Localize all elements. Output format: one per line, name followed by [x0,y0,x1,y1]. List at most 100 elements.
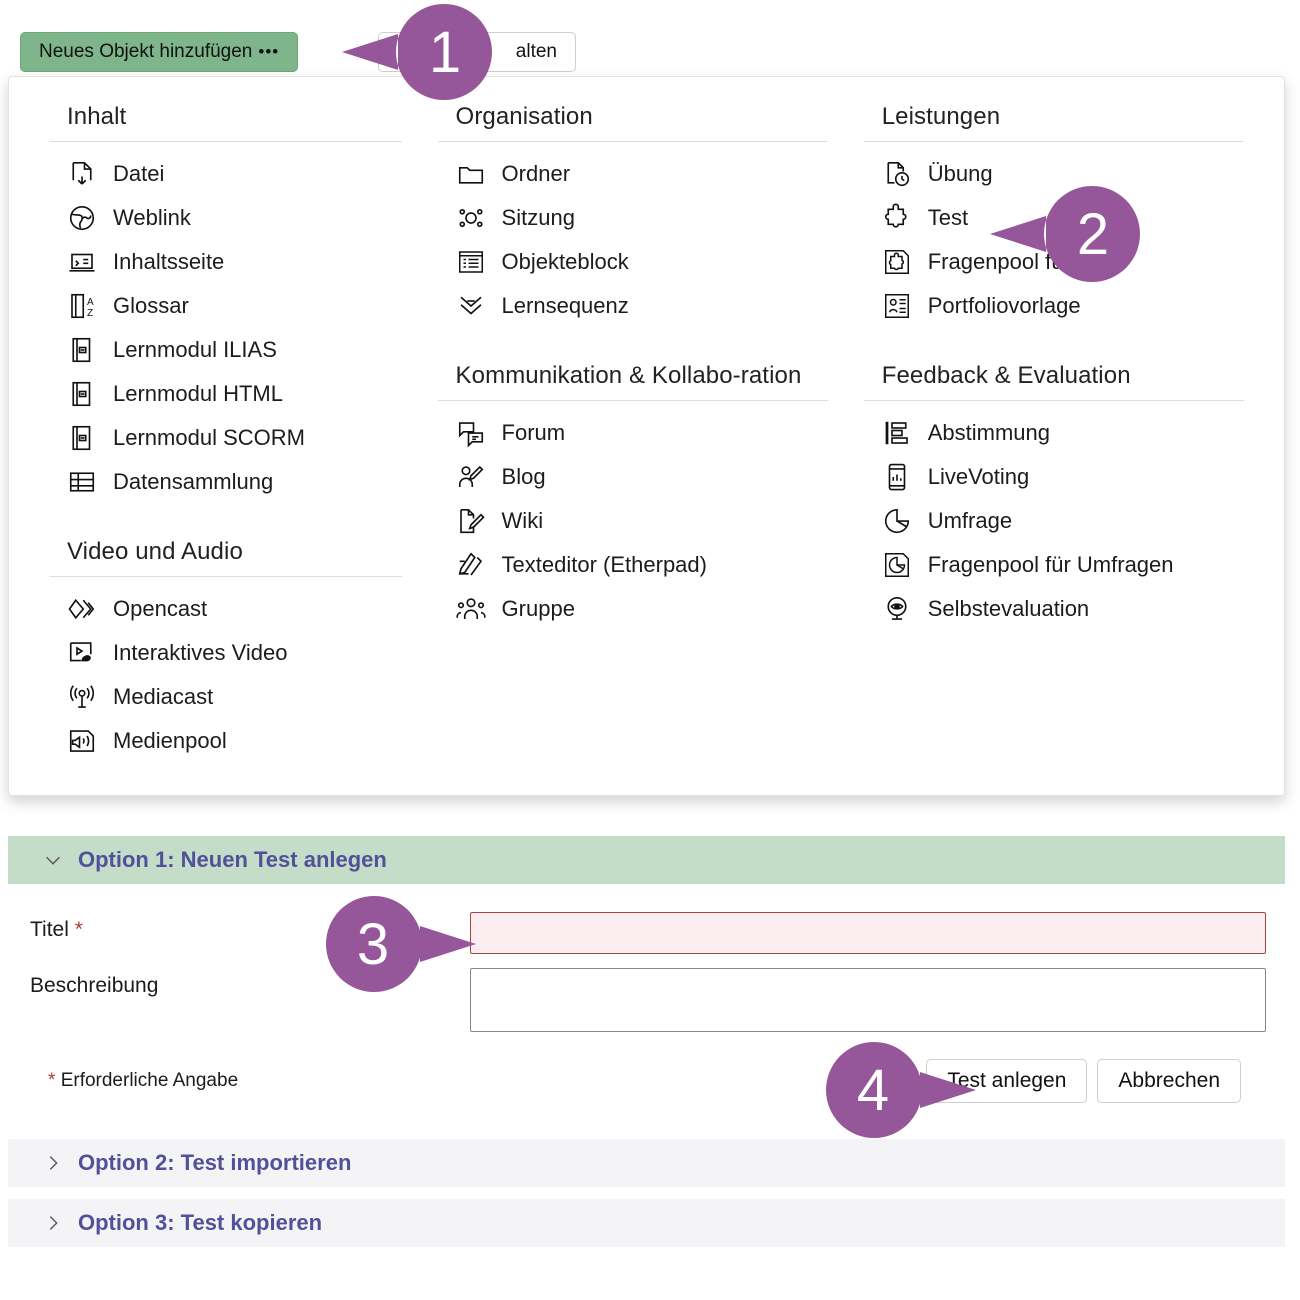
poll-bars-icon [882,418,912,448]
menu-item-abstimmung[interactable]: Abstimmung [864,411,1244,455]
description-textarea[interactable] [470,968,1266,1032]
title-input[interactable] [470,912,1266,954]
forum-bubbles-icon [456,418,486,448]
divider [437,141,828,142]
description-field-label: Beschreibung [30,974,159,997]
test-puzzle-icon [882,203,912,233]
menu-item-label: Opencast [113,596,208,621]
menu-item-label: Übung [927,161,993,186]
form-footer: * Erforderliche Angabe Test anlegen Abbr… [30,1059,1263,1103]
chevron-down-icon [42,849,64,871]
divider [49,141,402,142]
phone-chart-icon [882,462,912,492]
exercise-clock-icon [882,159,912,189]
cancel-button[interactable]: Abbrechen [1097,1059,1241,1103]
menu-item-label: Fragenpool für Tests [927,249,1128,274]
menu-item-weblink[interactable]: Weblink [49,196,402,240]
menu-item-opencast[interactable]: Opencast [49,587,402,631]
object-block-icon [456,247,486,277]
form-action-buttons: Test anlegen Abbrechen [926,1059,1263,1103]
menu-item-test[interactable]: Test [864,196,1244,240]
group-title-organisation: Organisation [455,103,593,130]
menu-item-datensammlung[interactable]: Datensammlung [49,460,402,504]
menu-item-datei[interactable]: Datei [49,152,402,196]
menu-item-label: Abstimmung [927,420,1050,445]
menu-item-label: Mediacast [113,684,214,709]
menu-item-lernmodul-html[interactable]: Lernmodul HTML [49,372,402,416]
ellipsis-icon: ••• [258,42,280,61]
toolbar: Neues Objekt hinzufügen••• alten [20,32,1300,72]
menu-item-lernsequenz[interactable]: Lernsequenz [438,284,828,328]
menu-item-label: Ordner [501,161,571,186]
required-hint-text: Erforderliche Angabe [60,1070,239,1091]
menu-item-label: Datei [113,161,165,186]
menu-item-interaktives-video[interactable]: Interaktives Video [49,631,402,675]
menu-item-label: Datensammlung [113,469,274,494]
globe-icon [67,203,97,233]
menu-item-label: Gruppe [501,596,575,621]
dropdown-column-leistungen: Leistungen Übung Test Fragenpool für Tes… [846,103,1262,763]
menu-item-label: Blog [501,464,546,489]
menu-item-texteditor-etherpad[interactable]: Texteditor (Etherpad) [438,543,828,587]
menu-item-portfoliovorlage[interactable]: Portfoliovorlage [864,284,1244,328]
menu-item-fragenpool-fuer-umfragen[interactable]: Fragenpool für Umfragen [864,543,1244,587]
menu-item-label: Portfoliovorlage [927,293,1081,318]
menu-item-label: Forum [501,420,566,445]
menu-item-sitzung[interactable]: Sitzung [438,196,828,240]
menu-item-wiki[interactable]: Wiki [438,499,828,543]
divider [863,141,1244,142]
menu-item-ordner[interactable]: Ordner [438,152,828,196]
menu-item-label: Lernmodul HTML [113,381,283,406]
interactive-video-icon [67,638,97,668]
menu-item-lernmodul-ilias[interactable]: Lernmodul ILIAS [49,328,402,372]
create-test-button[interactable]: Test anlegen [926,1059,1088,1103]
menu-item-label: Lernmodul SCORM [113,425,305,450]
page-pencil-icon [456,506,486,536]
group-title-leistungen: Leistungen [881,103,1001,130]
group-title-feedback-evaluation: Feedback & Evaluation [881,362,1131,389]
learning-module-icon [67,423,97,453]
menu-item-umfrage[interactable]: Umfrage [864,499,1244,543]
menu-item-livevoting[interactable]: LiveVoting [864,455,1244,499]
manage-button[interactable]: alten [378,32,576,72]
menu-item-forum[interactable]: Forum [438,411,828,455]
section-title-option-1: Option 1: Neuen Test anlegen [78,847,387,872]
menu-list-video-audio: Opencast Interaktives Video Mediacast Me… [49,587,402,763]
learning-sequence-icon [456,291,486,321]
menu-item-gruppe[interactable]: Gruppe [438,587,828,631]
menu-item-blog[interactable]: Blog [438,455,828,499]
menu-item-inhaltsseite[interactable]: Inhaltsseite [49,240,402,284]
add-new-object-button[interactable]: Neues Objekt hinzufügen••• [20,32,299,72]
menu-item-objekteblock[interactable]: Objekteblock [438,240,828,284]
menu-item-label: Sitzung [501,205,575,230]
menu-item-mediacast[interactable]: Mediacast [49,675,402,719]
menu-item-lernmodul-scorm[interactable]: Lernmodul SCORM [49,416,402,460]
session-nodes-icon [456,203,486,233]
section-header-option-1[interactable]: Option 1: Neuen Test anlegen [8,836,1285,884]
menu-item-fragenpool-fuer-tests[interactable]: Fragenpool für Tests [864,240,1244,284]
menu-item-label: Lernsequenz [501,293,629,318]
dropdown-column-organisation: Organisation Ordner Sitzung Objekteblock [420,103,846,763]
group-people-icon [455,594,486,624]
menu-item-uebung[interactable]: Übung [864,152,1244,196]
opencast-diamonds-icon [67,594,97,624]
group-title-video-und-audio: Video und Audio [67,538,243,565]
required-hint-asterisk: * [48,1070,56,1091]
file-download-icon [67,159,97,189]
menu-item-label: Selbstevaluation [927,596,1090,621]
description-field-control [470,968,1266,1037]
menu-item-medienpool[interactable]: Medienpool [49,719,402,763]
menu-item-label: Umfrage [927,508,1013,533]
table-grid-icon [67,467,97,497]
group-title-inhalt: Inhalt [67,103,127,130]
menu-item-selbstevaluation[interactable]: Selbstevaluation [864,587,1244,631]
menu-list-organisation: Ordner Sitzung Objekteblock Lernsequenz [438,152,828,328]
section-header-option-3[interactable]: Option 3: Test kopieren [8,1199,1285,1247]
divider [863,400,1244,401]
form-row-description: Beschreibung [30,968,1266,1037]
section-header-option-2[interactable]: Option 2: Test importieren [8,1139,1285,1187]
section-title-option-2: Option 2: Test importieren [78,1150,352,1175]
